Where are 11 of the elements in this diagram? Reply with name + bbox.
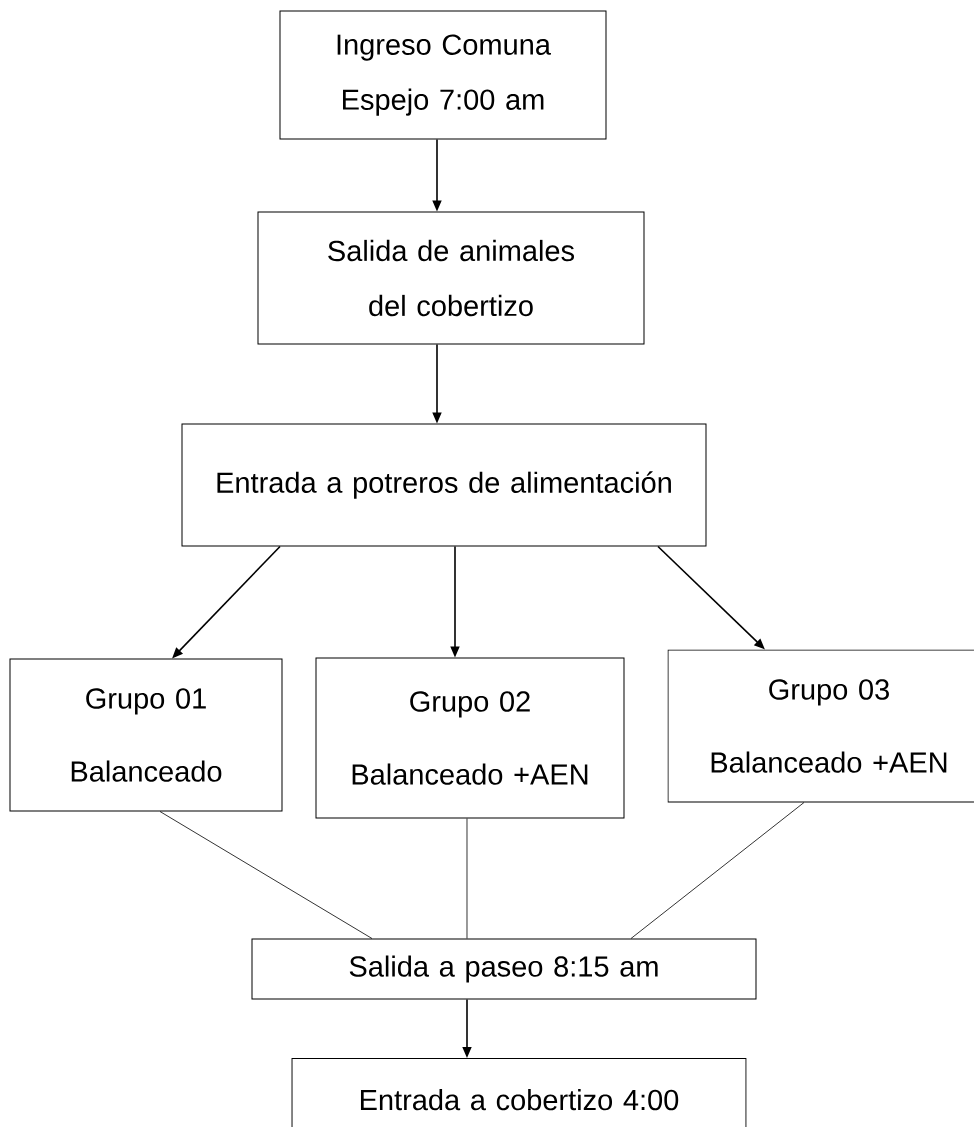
process-box: Ingreso Comuna Espejo 7:00 am <box>279 10 607 140</box>
group-box: Grupo 01 Balanceado <box>9 658 283 812</box>
process-box: Salida de animales del cobertizo <box>257 211 645 345</box>
connector-line <box>159 811 373 939</box>
process-box: Entrada a cobertizo 4:00 <box>291 1058 747 1127</box>
group-box: Grupo 02 Balanceado +AEN <box>315 657 625 819</box>
connector-line <box>466 818 468 939</box>
process-box: Entrada a potreros de alimentación <box>181 423 707 547</box>
process-box: Salida a paseo 8:15 am <box>251 938 757 1000</box>
connector-line <box>630 802 805 939</box>
group-box: Grupo 03 Balanceado +AEN <box>667 649 974 803</box>
